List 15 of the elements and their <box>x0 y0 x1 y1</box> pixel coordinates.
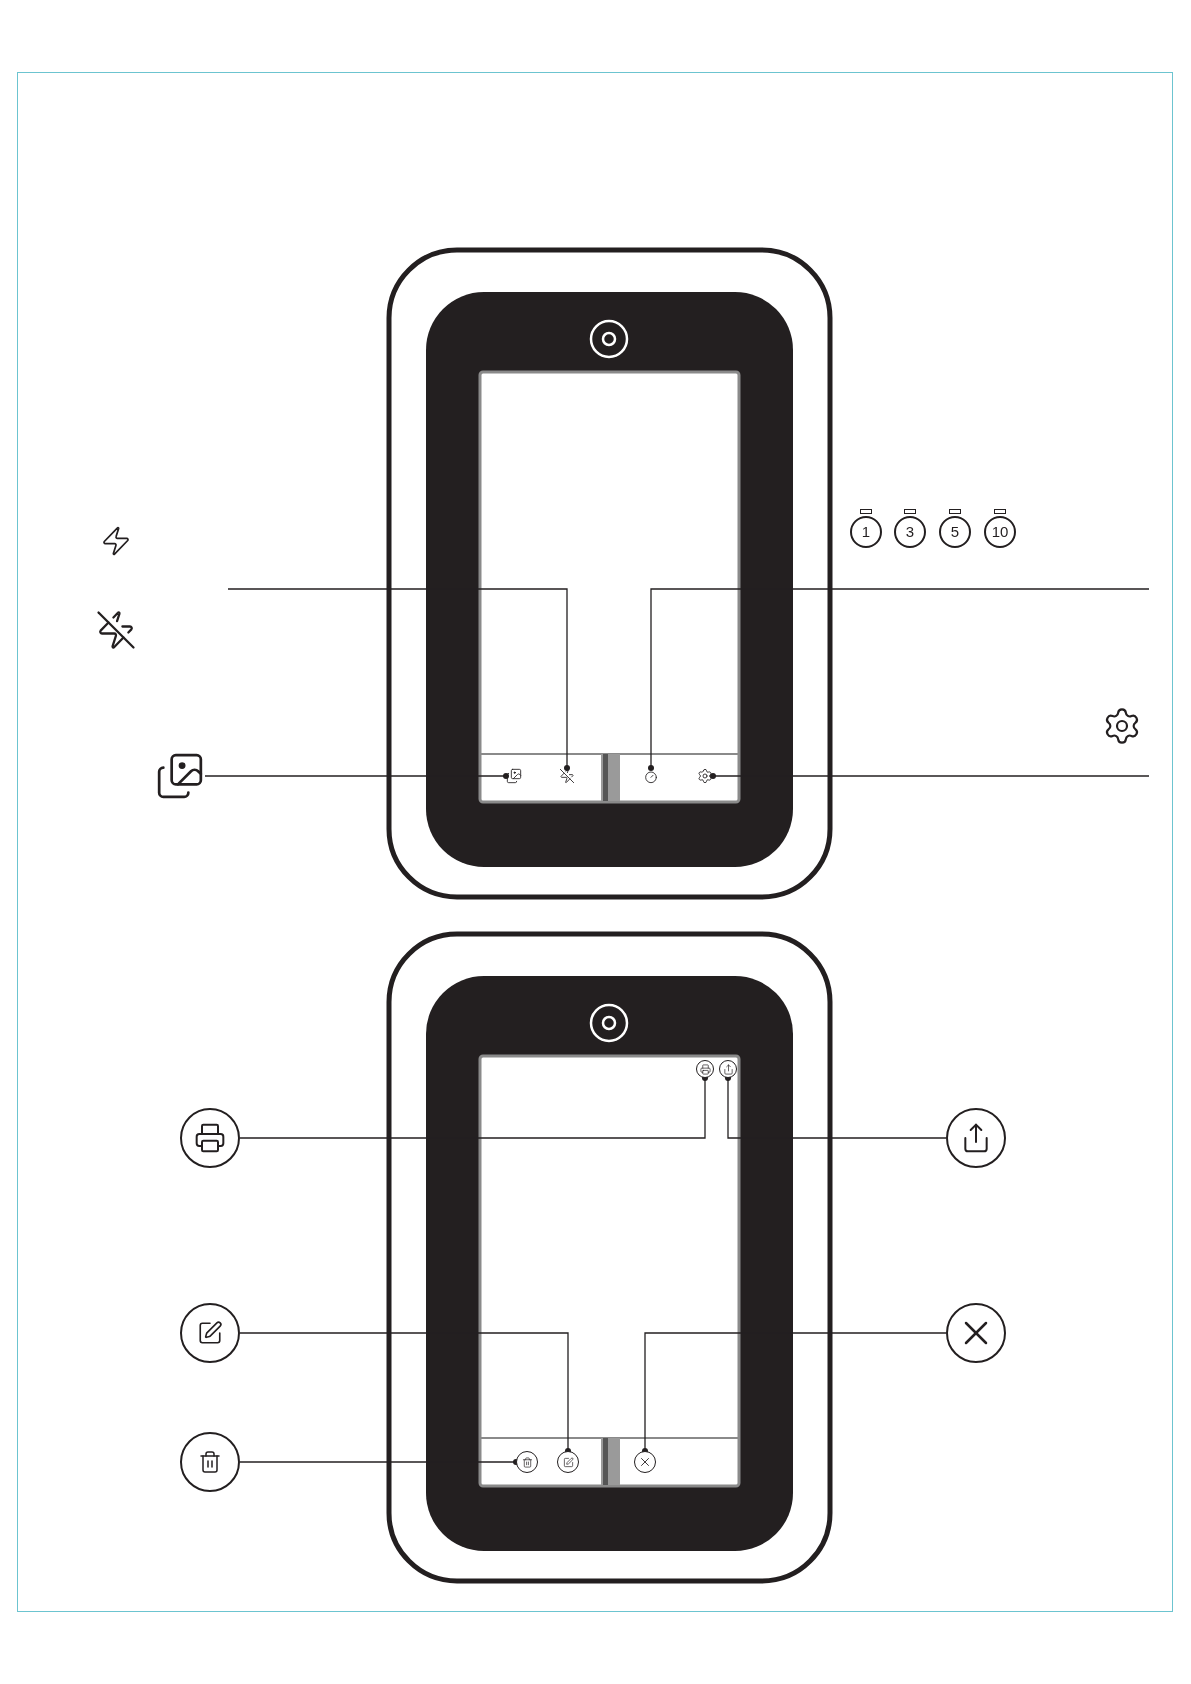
trash-icon <box>180 1432 240 1492</box>
settings-icon <box>697 768 713 784</box>
leader-line <box>227 588 570 771</box>
stopwatch-icon <box>643 768 659 784</box>
lightning-off-icon <box>559 768 575 784</box>
close-icon <box>946 1303 1006 1363</box>
leader-line <box>648 588 1150 771</box>
edit-icon <box>180 1303 240 1363</box>
leader-line <box>204 773 509 779</box>
printer-icon <box>180 1108 240 1168</box>
lightning-off-icon <box>95 609 137 651</box>
share-icon <box>946 1108 1006 1168</box>
leader-line <box>710 773 1150 779</box>
images-icon <box>155 753 205 799</box>
images-icon <box>506 768 522 784</box>
